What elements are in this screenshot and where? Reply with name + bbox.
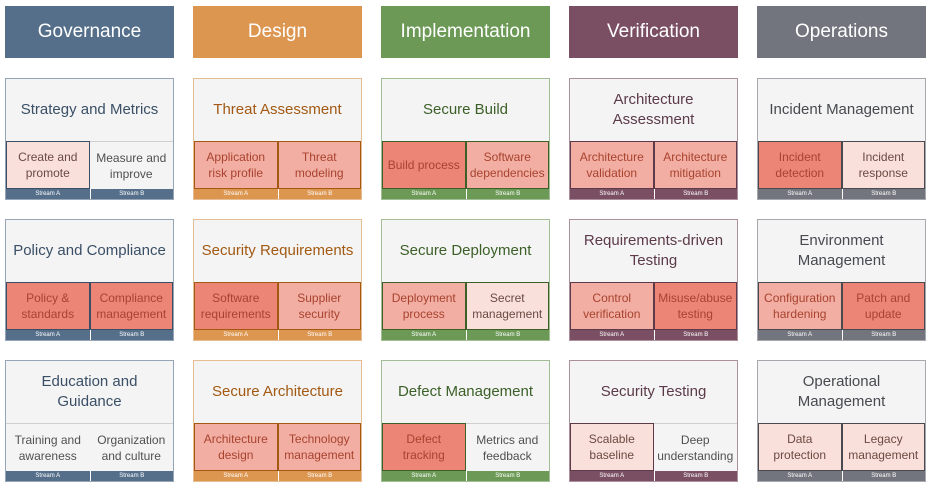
- stream-a-tag: Stream A: [194, 330, 278, 340]
- practice-title: Security Testing: [600, 383, 707, 400]
- practice-title: Incident Management: [769, 101, 914, 118]
- stream-a-label: Build process: [382, 141, 466, 189]
- stream-a-label: Control verification: [570, 282, 654, 330]
- stream-b-tag: Stream B: [841, 189, 925, 199]
- stream-b-tag: Stream B: [653, 471, 737, 481]
- stream-a-tag: Stream A: [194, 189, 278, 199]
- stream-b-label: Measure and improve: [89, 141, 173, 189]
- stream-b-label: Secret management: [465, 282, 549, 330]
- stream-a-tag: Stream A: [758, 189, 842, 199]
- stream-a-tag: Stream A: [382, 471, 466, 481]
- stream-b-tag: Stream B: [277, 330, 361, 340]
- stream-b-tag: Stream B: [89, 330, 173, 340]
- stream-b-label: Metrics and feedback: [465, 423, 549, 471]
- stream-b-label: Architecture mitigation: [653, 141, 737, 189]
- stream-a-tag: Stream A: [6, 330, 90, 340]
- stream-b-label: Compliance management: [89, 282, 173, 330]
- stream-b-tag: Stream B: [841, 330, 925, 340]
- practice-title: Secure Architecture: [212, 383, 343, 400]
- stream-b-label: Incident response: [841, 141, 925, 189]
- practice-title: Policy and Compliance: [13, 242, 166, 259]
- stream-a-tag: Stream A: [758, 330, 842, 340]
- stream-a-label: Configuration hardening: [758, 282, 842, 330]
- practice-title: Defect Management: [397, 383, 534, 400]
- function-header-implementation: Implementation: [381, 6, 550, 58]
- stream-a-label: Training and awareness: [6, 423, 90, 471]
- stream-a-tag: Stream A: [570, 189, 654, 199]
- stream-b-tag: Stream B: [277, 189, 361, 199]
- stream-b-tag: Stream B: [89, 189, 173, 199]
- stream-a-tag: Stream A: [570, 471, 654, 481]
- function-header-governance: Governance: [5, 6, 174, 58]
- stream-a-label: Data protection: [758, 423, 842, 471]
- stream-a-tag: Stream A: [382, 189, 466, 199]
- stream-a-tag: Stream A: [570, 330, 654, 340]
- practice-title: Requirements-driven Testing: [583, 232, 724, 269]
- stream-b-label: Technology management: [277, 423, 361, 471]
- stream-a-label: Application risk profile: [194, 141, 278, 189]
- function-header-design: Design: [193, 6, 362, 58]
- stream-b-tag: Stream B: [653, 189, 737, 199]
- practice-title: Secure Build: [422, 101, 509, 118]
- practice-title: Operational Management: [797, 373, 886, 410]
- practice-title: Environment Management: [797, 232, 886, 269]
- stream-b-tag: Stream B: [653, 330, 737, 340]
- practice-title: Secure Deployment: [399, 242, 532, 259]
- stream-b-tag: Stream B: [465, 471, 549, 481]
- stream-b-label: Misuse/abuse testing: [653, 282, 737, 330]
- practice-title: Education and Guidance: [41, 373, 138, 410]
- stream-b-label: Organization and culture: [89, 423, 173, 471]
- stream-a-label: Scalable baseline: [570, 423, 654, 471]
- practice-title: Security Requirements: [201, 242, 354, 259]
- stream-a-tag: Stream A: [758, 471, 842, 481]
- stream-b-tag: Stream B: [465, 330, 549, 340]
- stream-b-tag: Stream B: [841, 471, 925, 481]
- stream-a-label: Deployment process: [382, 282, 466, 330]
- stream-a-tag: Stream A: [382, 330, 466, 340]
- stream-b-label: Legacy management: [841, 423, 925, 471]
- stream-a-tag: Stream A: [6, 471, 90, 481]
- stream-b-tag: Stream B: [89, 471, 173, 481]
- stream-b-label: Software dependencies: [465, 141, 549, 189]
- stream-a-label: Create and promote: [6, 141, 90, 189]
- stream-a-label: Policy & standards: [6, 282, 90, 330]
- stream-b-label: Patch and update: [841, 282, 925, 330]
- function-header-operations: Operations: [757, 6, 926, 58]
- stream-b-tag: Stream B: [465, 189, 549, 199]
- stream-b-label: Supplier security: [277, 282, 361, 330]
- stream-a-tag: Stream A: [6, 189, 90, 199]
- stream-b-label: Threat modeling: [277, 141, 361, 189]
- stream-a-label: Architecture validation: [570, 141, 654, 189]
- stream-b-tag: Stream B: [277, 471, 361, 481]
- stream-a-label: Incident detection: [758, 141, 842, 189]
- practice-title: Strategy and Metrics: [20, 101, 159, 118]
- practice-title: Architecture Assessment: [612, 91, 695, 128]
- stream-b-label: Deep understanding: [653, 423, 737, 471]
- function-header-verification: Verification: [569, 6, 738, 58]
- stream-a-tag: Stream A: [194, 471, 278, 481]
- stream-a-label: Defect tracking: [382, 423, 466, 471]
- stream-a-label: Software requirements: [194, 282, 278, 330]
- practice-title: Threat Assessment: [213, 101, 342, 118]
- stream-a-label: Architecture design: [194, 423, 278, 471]
